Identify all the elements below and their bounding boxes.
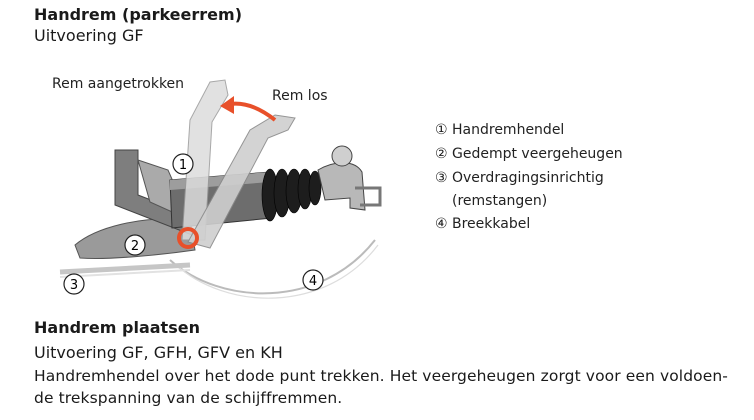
label-rem-los: Rem los — [272, 88, 328, 104]
section-title-handrem: Handrem (parkeerrem) — [34, 5, 242, 24]
instruction-line-1: Handremhendel over het dode punt trekken… — [34, 367, 728, 385]
coupling-head — [317, 162, 366, 211]
callout-4: 4 — [302, 269, 324, 291]
svg-text:2: 2 — [131, 239, 139, 254]
legend-item-overdragingsinrichtig: ③ Overdragingsinrichtig — [435, 170, 604, 186]
section-subtitle-variants: Uitvoering GF, GFH, GFV en KH — [34, 343, 283, 362]
section-subtitle-gf: Uitvoering GF — [34, 26, 144, 45]
handbrake-illustration: 1 2 3 4 — [59, 79, 382, 299]
brake-rods — [59, 262, 191, 275]
direction-arrow — [229, 101, 277, 122]
bellows — [261, 168, 322, 222]
svg-text:1: 1 — [179, 158, 187, 173]
section-title-plaatsen: Handrem plaatsen — [34, 318, 200, 337]
callout-1: 1 — [172, 153, 194, 175]
legend-item-breekkabel: ④ Breekkabel — [435, 216, 531, 232]
brake-cable — [169, 239, 376, 295]
svg-text:4: 4 — [309, 274, 317, 289]
legend-item-veergeheugen: ② Gedempt veergeheugen — [435, 146, 623, 162]
instruction-line-2: de trekspanning van de schijffremmen. — [34, 389, 343, 407]
spring-accumulator — [177, 227, 199, 249]
handbrake-lever-released — [187, 114, 296, 249]
label-rem-aangetrokken: Rem aangetrokken — [52, 76, 185, 92]
svg-text:3: 3 — [70, 278, 78, 293]
callout-2: 2 — [124, 234, 146, 256]
legend-item-handremhendel: ① Handremhendel — [435, 122, 565, 138]
callout-3: 3 — [63, 273, 85, 295]
legend-item-remstangen: (remstangen) — [452, 193, 548, 209]
